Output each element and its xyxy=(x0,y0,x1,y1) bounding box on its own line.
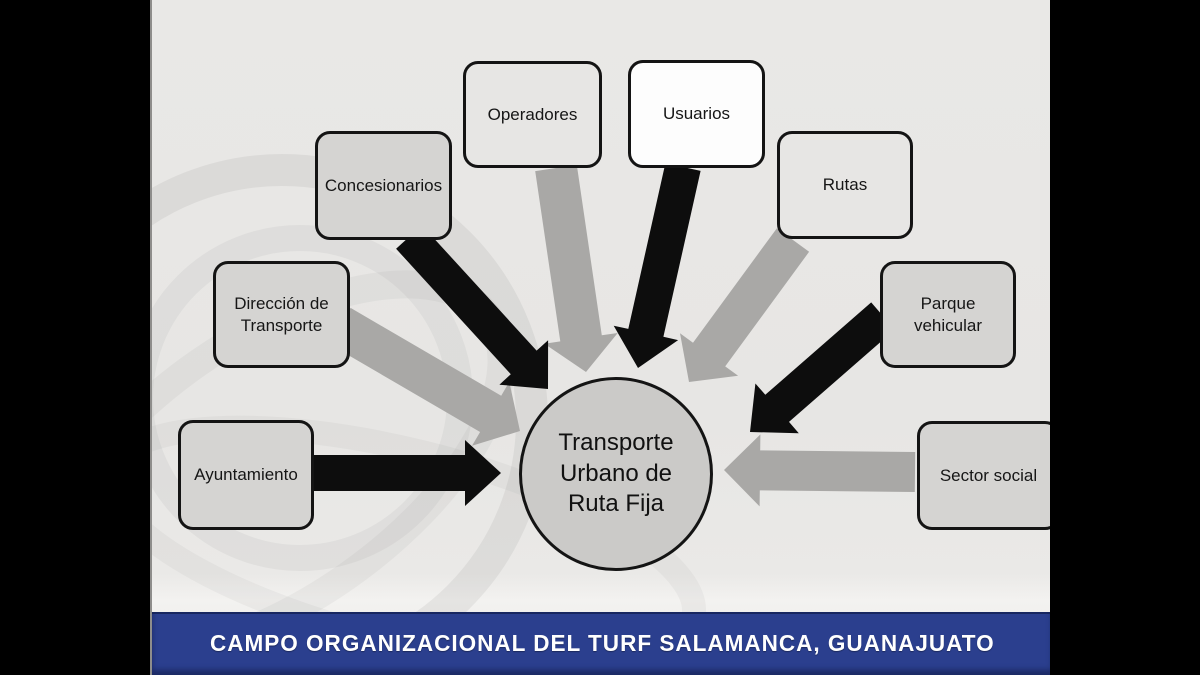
node-label: Rutas xyxy=(822,175,868,195)
node-label: Concesionarios xyxy=(324,175,443,195)
diagram-arrows-layer xyxy=(152,154,916,612)
arrow-from-direccion-de-transporte xyxy=(329,307,520,446)
node-label: Sector social xyxy=(939,465,1038,485)
arrow-from-usuarios xyxy=(613,163,701,368)
node-usuarios: Usuarios xyxy=(628,60,765,168)
letterbox-left xyxy=(0,0,150,675)
node-label: Parque vehicular xyxy=(913,294,983,335)
node-concesionarios: Concesionarios xyxy=(315,131,452,240)
node-rutas: Rutas xyxy=(777,131,913,239)
node-sector-social: Sector social xyxy=(917,421,1050,530)
arrow-from-concesionarios xyxy=(396,225,549,389)
node-transporte-urbano: Transporte Urbano de Ruta Fija xyxy=(519,377,713,571)
node-label: Operadores xyxy=(487,104,578,124)
slide-title: CAMPO ORGANIZACIONAL DEL TURF SALAMANCA,… xyxy=(209,630,995,656)
footer-banner: CAMPO ORGANIZACIONAL DEL TURF SALAMANCA,… xyxy=(152,612,1050,675)
center-node-label: Transporte Urbano de Ruta Fija xyxy=(558,428,674,518)
node-label: Dirección de Transporte xyxy=(234,294,329,335)
arrow-from-parque-vehicular xyxy=(750,302,895,434)
letterbox-right xyxy=(1050,0,1200,675)
arrow-from-rutas xyxy=(680,228,810,382)
arrow-from-ayuntamiento xyxy=(314,440,501,506)
node-direccion-de-transporte: Dirección de Transporte xyxy=(213,261,350,368)
arrow-from-operadores xyxy=(535,164,618,372)
node-ayuntamiento: Ayuntamiento xyxy=(178,420,314,530)
node-parque-vehicular: Parque vehicular xyxy=(880,261,1016,368)
node-label: Usuarios xyxy=(662,104,731,124)
node-operadores: Operadores xyxy=(463,61,602,168)
node-label: Ayuntamiento xyxy=(194,465,298,485)
arrow-from-sector-social xyxy=(724,434,916,507)
